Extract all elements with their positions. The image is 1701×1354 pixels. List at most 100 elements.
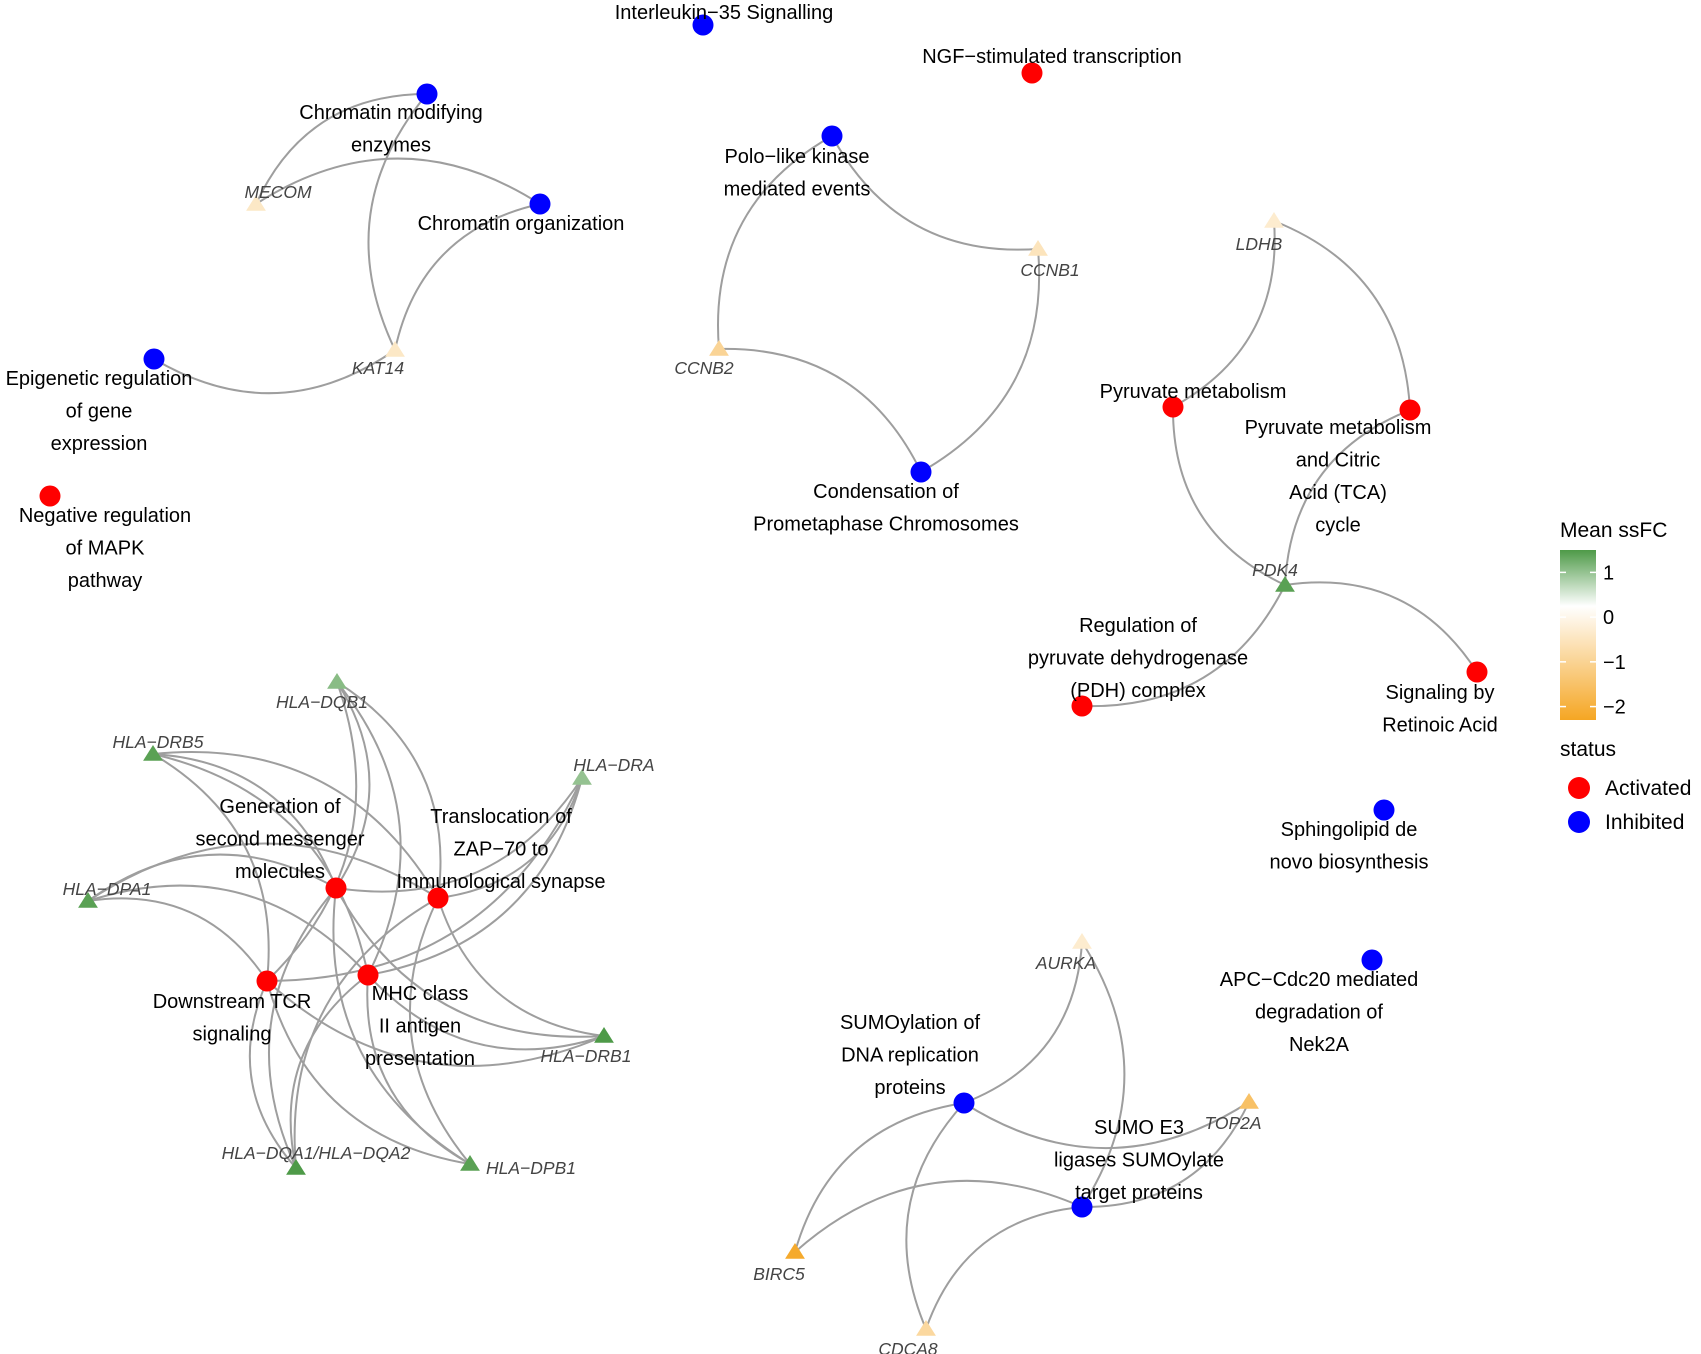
edge-tcr-HLA-DPA1 bbox=[87, 897, 268, 982]
pathway-node-pdh bbox=[1071, 695, 1093, 717]
gene-label-BIRC5: BIRC5 bbox=[753, 1264, 805, 1284]
pathway-label-line: target proteins bbox=[1075, 1182, 1203, 1204]
pathway-node-polo bbox=[821, 125, 843, 147]
gene-node-HLA-DQA1/HLA-DQA2 bbox=[286, 1159, 306, 1175]
edge-mhc2-HLA-DRB1 bbox=[367, 974, 605, 1051]
edge-mhc2-HLA-DRB5 bbox=[152, 753, 369, 976]
pathway-label-line: Chromatin organization bbox=[418, 213, 625, 235]
legend-status-label: Inhibited bbox=[1605, 811, 1684, 834]
edge-tcr-HLA-DQA1/HLA-DQA2 bbox=[248, 980, 297, 1169]
edge-pyr_tca-LDHB bbox=[1273, 220, 1411, 411]
gene-label-CCNB1: CCNB1 bbox=[1020, 260, 1079, 280]
pathway-node-pyr_tca bbox=[1399, 399, 1421, 421]
pathway-label-line: of MAPK bbox=[66, 538, 146, 560]
pathway-node-sumo_e3 bbox=[1071, 1196, 1093, 1218]
pathway-label-il35: Interleukin−35 Signalling bbox=[615, 2, 834, 24]
pathway-node-retinoic bbox=[1466, 661, 1488, 683]
edge-pdh-PDK4 bbox=[1081, 584, 1286, 708]
edge-condens-CCNB2 bbox=[718, 347, 922, 473]
pathway-label-line: MHC class bbox=[372, 983, 469, 1005]
legend-status-title: status bbox=[1560, 738, 1616, 761]
pathway-label-sumo_dna: SUMOylation of DNA replication proteins bbox=[840, 1012, 980, 1099]
pathway-node-second_msg bbox=[325, 877, 347, 899]
pathway-label-line: Epigenetic regulation bbox=[6, 368, 193, 390]
legend-fill-title: Mean ssFC bbox=[1560, 519, 1667, 542]
legend-status-dot-inhibited bbox=[1568, 811, 1590, 833]
gene-node-HLA-DPB1 bbox=[460, 1155, 480, 1171]
labels-layer: Interleukin−35 SignallingNGF−stimulated … bbox=[6, 2, 1498, 1354]
gene-node-PDK4 bbox=[1275, 576, 1295, 592]
pathway-node-epigen bbox=[143, 348, 165, 370]
edge-tcr-HLA-DRB1 bbox=[266, 980, 605, 1067]
pathway-label-line: degradation of bbox=[1255, 1002, 1383, 1024]
edge-sumo_e3-TOP2A bbox=[1081, 1101, 1250, 1209]
edges-layer bbox=[87, 93, 1478, 1330]
pathway-node-apc bbox=[1361, 949, 1383, 971]
edge-chrom_mod-MECOM bbox=[255, 93, 428, 205]
edge-tcr-HLA-DRB5 bbox=[152, 753, 270, 982]
pathway-label-line: Polo−like kinase bbox=[724, 146, 869, 168]
pathway-label-line: pyruvate dehydrogenase bbox=[1028, 648, 1248, 670]
gene-label-CCNB2: CCNB2 bbox=[674, 358, 734, 378]
edge-second_msg-HLA-DRB1 bbox=[335, 887, 605, 1038]
gene-node-TOP2A bbox=[1239, 1093, 1259, 1109]
gene-node-CDCA8 bbox=[916, 1320, 936, 1336]
edge-chrom_mod-KAT14 bbox=[367, 93, 428, 351]
pathway-label-line: DNA replication bbox=[841, 1045, 979, 1067]
gene-label-HLA-DQB1: HLA−DQB1 bbox=[276, 692, 368, 712]
gene-label-CDCA8: CDCA8 bbox=[878, 1339, 938, 1354]
gene-label-PDK4: PDK4 bbox=[1252, 560, 1298, 580]
pathway-label-line: NGF−stimulated transcription bbox=[922, 46, 1182, 68]
pathway-label-line: proteins bbox=[874, 1077, 945, 1099]
legend: Mean ssFC 10−1−2 status ActivatedInhibit… bbox=[1560, 519, 1691, 834]
pathway-label-line: and Citric bbox=[1296, 450, 1380, 472]
pathway-label-line: Condensation of bbox=[813, 481, 959, 503]
edge-pyr-LDHB bbox=[1172, 220, 1276, 408]
pathway-label-line: Chromatin modifying bbox=[299, 102, 482, 124]
gene-label-AURKA: AURKA bbox=[1035, 953, 1096, 973]
gene-label-HLA-DPA1: HLA−DPA1 bbox=[63, 879, 152, 899]
pathway-node-pyr bbox=[1162, 396, 1184, 418]
pathway-node-ngf bbox=[1021, 62, 1043, 84]
edge-pyr_tca-PDK4 bbox=[1284, 409, 1411, 586]
edge-tcr-HLA-DQB1 bbox=[266, 681, 358, 982]
pathway-label-line: Prometaphase Chromosomes bbox=[753, 514, 1019, 536]
gene-node-CCNB2 bbox=[709, 340, 729, 356]
pathway-label-line: Immunological synapse bbox=[397, 871, 606, 893]
pathway-node-chrom_org bbox=[529, 193, 551, 215]
gene-label-HLA-DRB1: HLA−DRB1 bbox=[541, 1046, 632, 1066]
edge-mhc2-HLA-DPB1 bbox=[366, 974, 471, 1165]
gene-label-HLA-DQA1/HLA-DQA2: HLA−DQA1/HLA−DQA2 bbox=[222, 1143, 411, 1163]
legend-tick-label: −1 bbox=[1603, 652, 1626, 674]
pathway-label-line: signaling bbox=[193, 1024, 272, 1046]
pathway-node-tcr bbox=[256, 970, 278, 992]
pathway-label-line: pathway bbox=[68, 570, 143, 592]
pathway-label-line: Regulation of bbox=[1079, 615, 1197, 637]
pathway-label-line: Signaling by bbox=[1386, 682, 1495, 704]
gene-node-HLA-DRB5 bbox=[143, 745, 163, 761]
edge-sumo_e3-CDCA8 bbox=[925, 1206, 1083, 1330]
pathway-label-chrom_org: Chromatin organization bbox=[418, 213, 625, 235]
edge-second_msg-HLA-DRB5 bbox=[152, 753, 337, 889]
pathway-label-line: Generation of bbox=[219, 796, 341, 818]
pathway-label-line: II antigen bbox=[379, 1016, 461, 1038]
gene-label-MECOM: MECOM bbox=[244, 182, 312, 202]
pathway-label-line: SUMO E3 bbox=[1094, 1117, 1184, 1139]
edge-tcr-HLA-DRA bbox=[266, 777, 583, 982]
pathway-node-zap70 bbox=[427, 887, 449, 909]
edge-zap70-HLA-DQA1/HLA-DQA2 bbox=[293, 897, 439, 1169]
pathway-label-line: of gene bbox=[66, 401, 133, 423]
pathway-label-line: SUMOylation of bbox=[840, 1012, 980, 1034]
